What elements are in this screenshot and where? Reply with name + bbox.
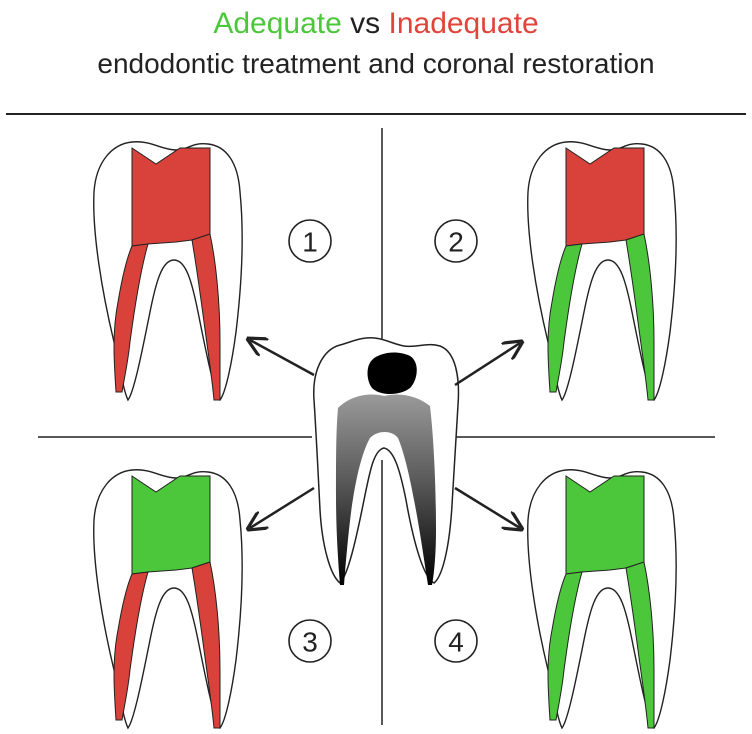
tooth-1 (94, 142, 242, 400)
tooth-3 (94, 470, 242, 728)
tooth-3-crown-restoration (132, 476, 210, 574)
number-2-circle: 2 (435, 220, 477, 262)
arrow-to-3 (250, 488, 314, 528)
number-3-circle: 3 (289, 620, 331, 662)
number-4-circle: 4 (435, 620, 477, 662)
arrow-to-1 (250, 340, 314, 375)
tooth-4-crown-restoration (566, 476, 644, 574)
number-2: 2 (448, 227, 464, 258)
tooth-2-crown-restoration (566, 148, 644, 246)
number-1: 1 (302, 227, 318, 258)
tooth-4 (528, 470, 676, 728)
arrow-to-2 (455, 343, 520, 385)
number-4: 4 (448, 627, 464, 658)
tooth-2 (528, 142, 676, 400)
untreated-tooth-with-caries-icon (314, 338, 459, 585)
tooth-1-crown-restoration (132, 148, 210, 246)
number-3: 3 (302, 627, 318, 658)
arrow-to-4 (455, 488, 520, 528)
number-1-circle: 1 (289, 220, 331, 262)
